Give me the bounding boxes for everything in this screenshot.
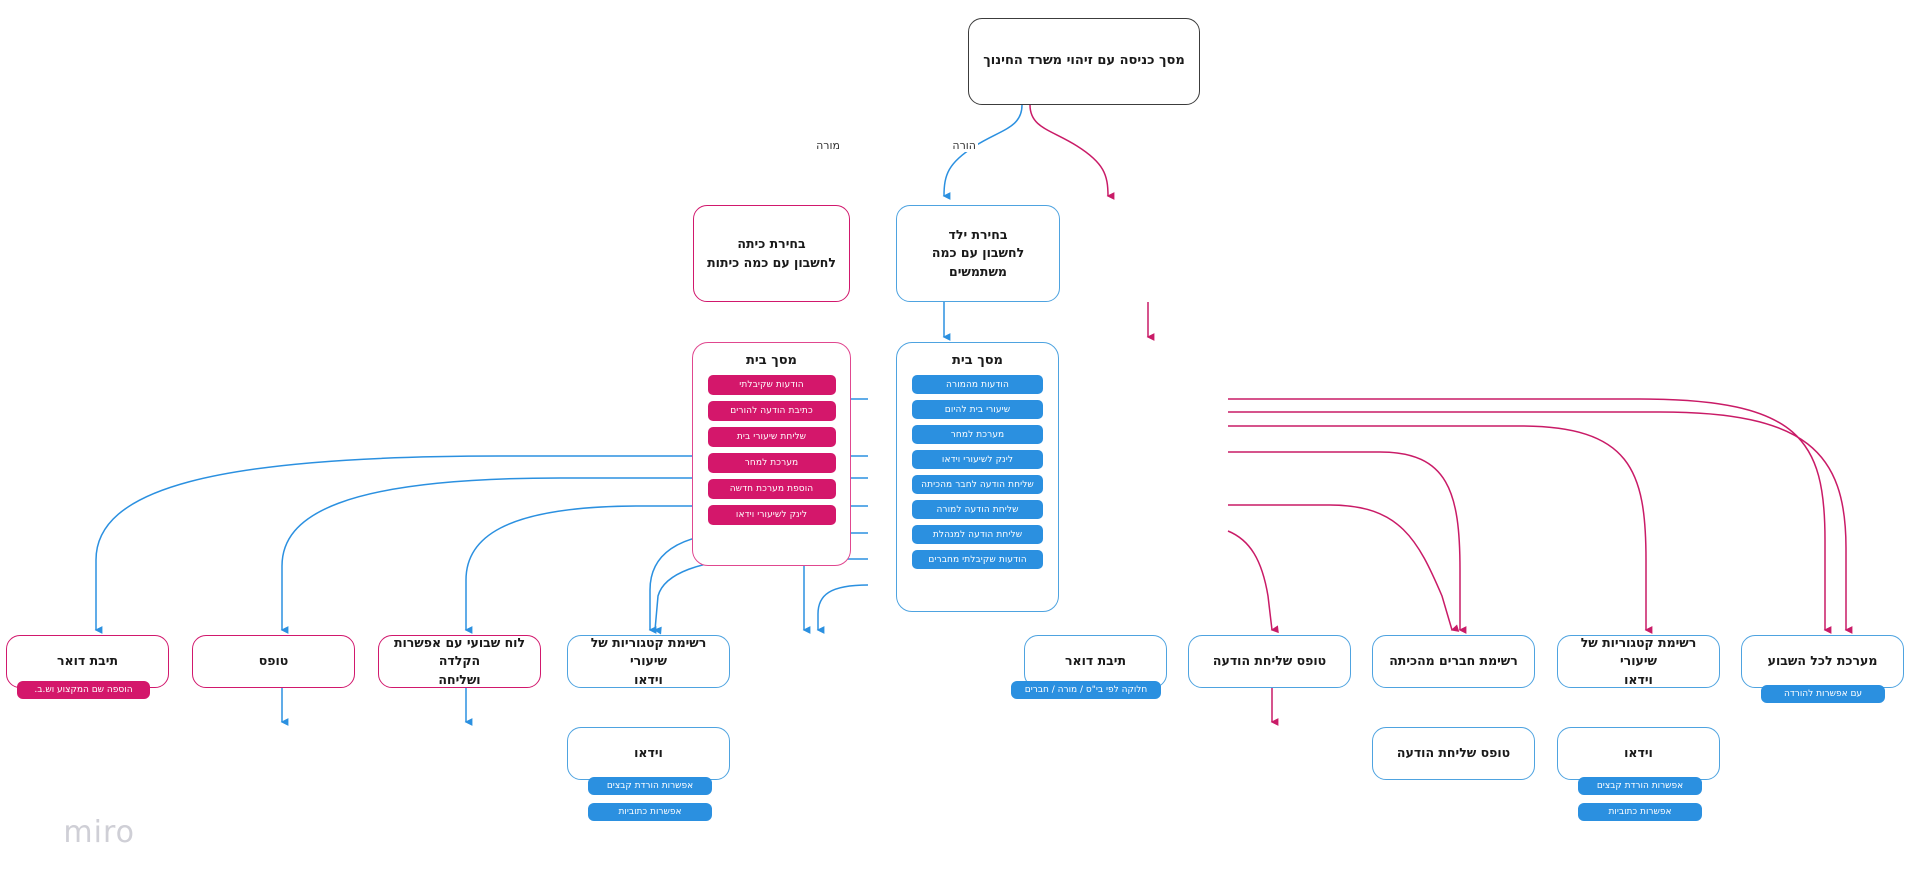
panel-teacher-home[interactable]: מסך בית הודעות שקיבלתי כתיבת הודעה להורי… [692, 342, 851, 566]
node-title: רשימת קטגוריות של שיעורי וידאו [590, 635, 707, 687]
menu-item-message-classmate[interactable]: שליחת הודעה לחבר מהכיתה [912, 475, 1043, 494]
node-classmates-list[interactable]: רשימת חברים מהכיתה [1372, 635, 1535, 688]
panel-title: מסך בית [952, 353, 1003, 368]
node-title: תיבת דואר [57, 653, 118, 669]
node-title: בחירת ילד לחשבון עם כמה משתמשים [931, 227, 1025, 279]
panel-parent-home[interactable]: מסך בית הודעות מהמורה שיעורי בית להיום מ… [896, 342, 1059, 612]
menu-item-send-homework[interactable]: שליחת שיעורי בית [707, 427, 836, 447]
menu-item-video-lessons-link[interactable]: לינק לשיעורי וידאו [707, 505, 836, 525]
tag-downloadable[interactable]: עם אפשרות להורדה [1761, 685, 1885, 703]
tag-file-download[interactable]: אפשרות הורדת קבצים [1578, 777, 1702, 795]
node-title: תיבת דואר [1065, 653, 1126, 669]
node-parent-message-form[interactable]: טופס שליחת הודעה [1188, 635, 1351, 688]
menu-item-messages-from-teacher[interactable]: הודעות מהמורה [912, 375, 1043, 394]
menu-item-schedule-tomorrow[interactable]: מערכת למחר [912, 425, 1043, 444]
tag-subtitles[interactable]: אפשרות כתוביות [588, 803, 712, 821]
menu-item-message-principal[interactable]: שליחת הודעה למנהלת [912, 525, 1043, 544]
miro-watermark: miro [63, 815, 135, 850]
menu-item-message-teacher[interactable]: שליחת הודעה למורה [912, 500, 1043, 519]
node-teacher-mailbox[interactable]: תיבת דואר [6, 635, 169, 688]
menu-item-add-new-schedule[interactable]: הוספת מערכת חדשה [707, 479, 836, 499]
node-title: רשימת חברים מהכיתה [1389, 653, 1518, 669]
node-title: רשימת קטגוריות של שיעורי וידאו [1580, 635, 1697, 687]
menu-item-write-to-parents[interactable]: כתיבת הודעה להורים [707, 401, 836, 421]
node-parent-video-categories[interactable]: רשימת קטגוריות של שיעורי וידאו [1557, 635, 1720, 688]
node-title: וידאו [1624, 745, 1653, 761]
node-weekly-board[interactable]: לוח שבועי עם אפשרות הקלדה ושליחה [378, 635, 541, 688]
tag-subtitles[interactable]: אפשרות כתוביות [1578, 803, 1702, 821]
node-teacher-video[interactable]: וידאו [567, 727, 730, 780]
node-title: בחירת כיתה לחשבון עם כמה כיתות [707, 236, 836, 270]
panel-title: מסך בית [746, 353, 797, 368]
node-class-select[interactable]: בחירת כיתה לחשבון עם כמה כיתות [693, 205, 850, 302]
menu-item-received-from-friends[interactable]: הודעות שקיבלתי מחברים [912, 550, 1043, 569]
tag-mailbox-grouping[interactable]: חלוקה לפי בי"ס / מורה / חברים [1011, 681, 1161, 699]
node-title: לוח שבועי עם אפשרות הקלדה ושליחה [393, 635, 526, 687]
edge-label-teacher: מורה [814, 139, 842, 152]
node-teacher-form[interactable]: טופס [192, 635, 355, 688]
tag-file-download[interactable]: אפשרות הורדת קבצים [588, 777, 712, 795]
node-child-select[interactable]: בחירת ילד לחשבון עם כמה משתמשים [896, 205, 1060, 302]
node-title: טופס [258, 653, 289, 669]
menu-item-schedule-tomorrow[interactable]: מערכת למחר [707, 453, 836, 473]
menu-item-homework-today[interactable]: שיעורי בית להיום [912, 400, 1043, 419]
node-parent-video[interactable]: וידאו [1557, 727, 1720, 780]
tag-subject-and-homework[interactable]: הוספה שם המקצוע וש.ב. [17, 681, 150, 699]
node-weekly-schedule[interactable]: מערכת לכל השבוע [1741, 635, 1904, 688]
node-title: מסך כניסה עם זיהוי משרד החינוך [983, 53, 1185, 69]
node-classmate-message-form[interactable]: טופס שליחת הודעה [1372, 727, 1535, 780]
node-teacher-video-categories[interactable]: רשימת קטגוריות של שיעורי וידאו [567, 635, 730, 688]
menu-item-received-messages[interactable]: הודעות שקיבלתי [707, 375, 836, 395]
node-title: טופס שליחת הודעה [1212, 653, 1327, 669]
node-title: וידאו [634, 745, 663, 761]
node-login-screen[interactable]: מסך כניסה עם זיהוי משרד החינוך [968, 18, 1200, 105]
node-title: טופס שליחת הודעה [1396, 745, 1511, 761]
node-parent-mailbox[interactable]: תיבת דואר [1024, 635, 1167, 688]
menu-item-video-lessons-link[interactable]: לינק לשיעורי וידאו [912, 450, 1043, 469]
edge-label-parent: הורה [950, 139, 978, 152]
node-title: מערכת לכל השבוע [1767, 653, 1878, 669]
